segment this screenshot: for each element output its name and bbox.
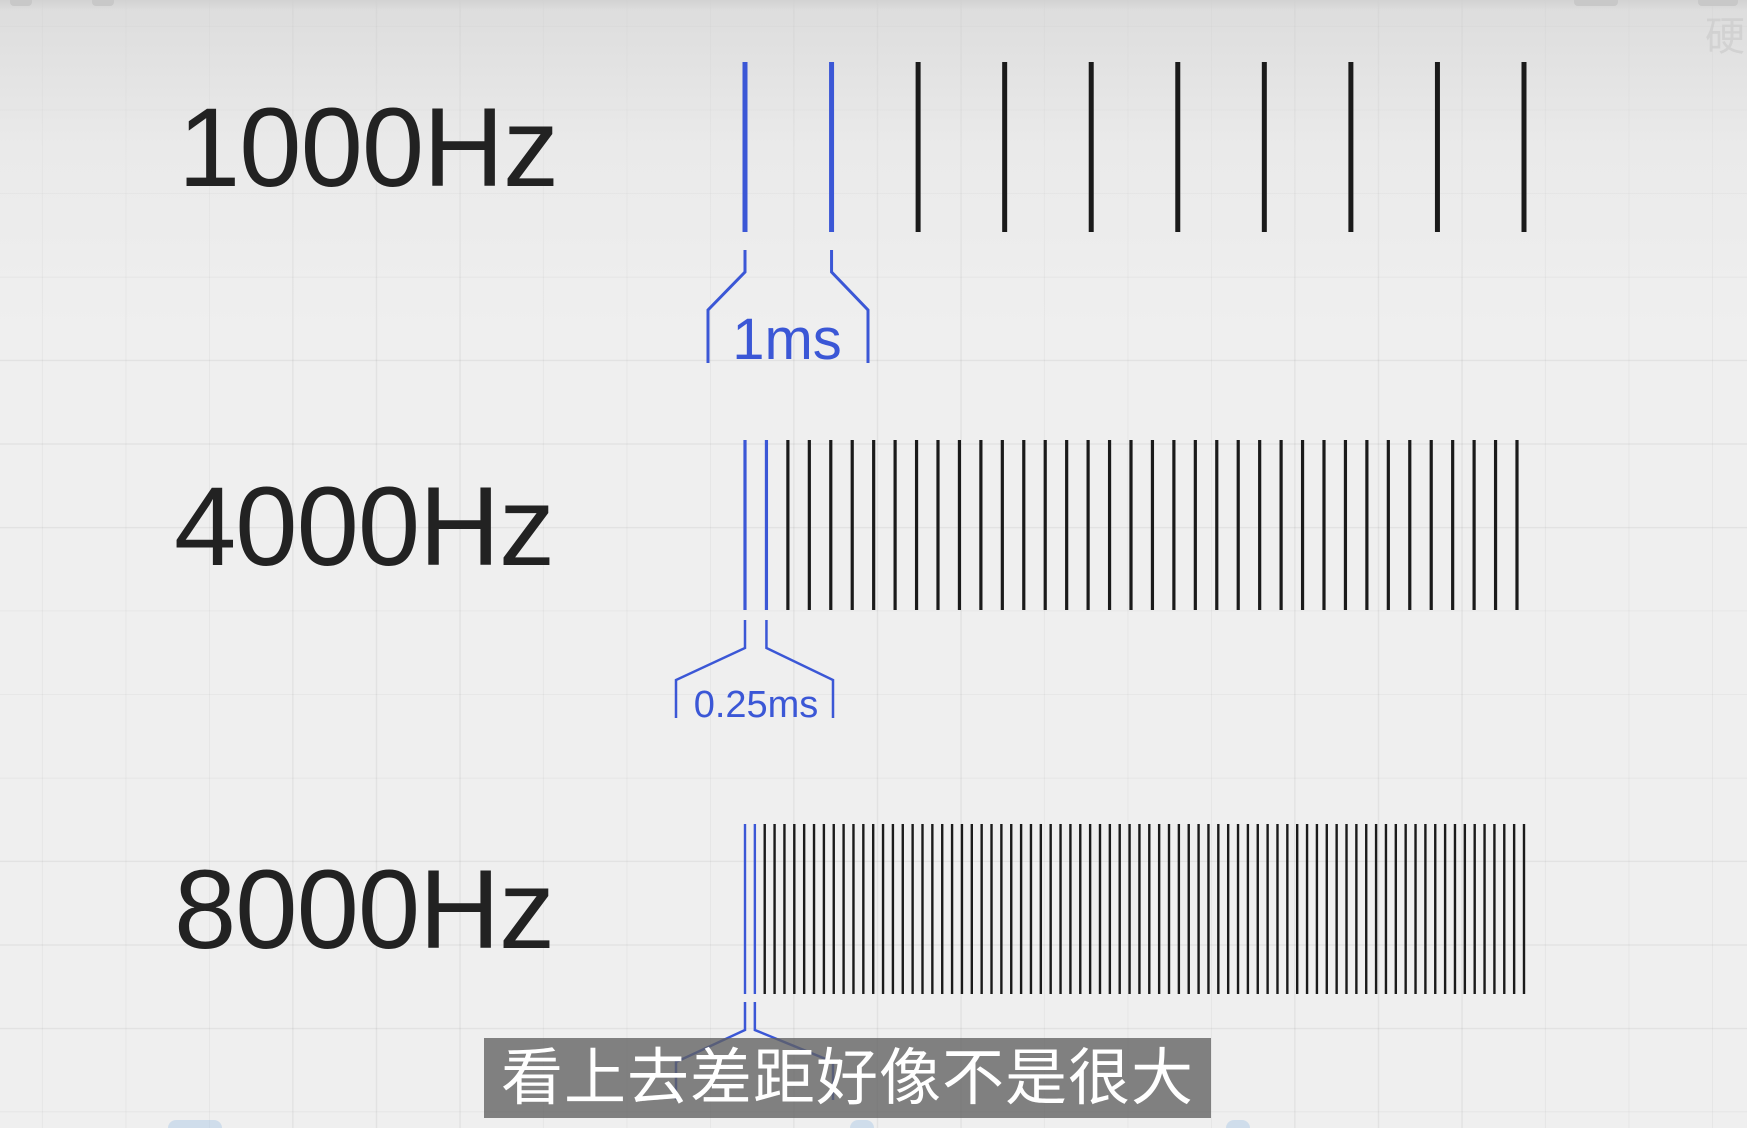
bracket-1ms-right xyxy=(830,250,870,363)
brackets-layer xyxy=(674,250,870,1100)
subtitle-caption: 看上去差距好像不是很大 xyxy=(484,1038,1211,1118)
top-right-mark-2 xyxy=(1698,0,1738,6)
bottom-decoration-3 xyxy=(1226,1120,1250,1128)
subtitle-text: 看上去差距好像不是很大 xyxy=(500,1041,1194,1114)
bracket-0-25ms-right xyxy=(765,620,835,718)
bracket-0-25ms-left xyxy=(674,620,747,718)
top-left-mark-2 xyxy=(92,0,114,6)
frequency-label-1000hz: 1000Hz xyxy=(178,85,559,210)
bottom-decoration xyxy=(168,1120,222,1128)
frequency-label-4000hz: 4000Hz xyxy=(174,464,555,589)
watermark-glyph: 硬 xyxy=(1705,14,1745,60)
ticks-layer xyxy=(742,62,1527,994)
bracket-1ms-left xyxy=(706,250,747,363)
interval-label-1ms: 1ms xyxy=(732,307,842,372)
frequency-label-8000hz: 8000Hz xyxy=(174,847,555,972)
interval-label-0-25ms: 0.25ms xyxy=(694,684,819,726)
top-right-mark xyxy=(1574,0,1618,6)
bottom-decoration-2 xyxy=(850,1120,874,1128)
top-edge xyxy=(0,0,1747,10)
top-left-mark xyxy=(10,0,32,6)
